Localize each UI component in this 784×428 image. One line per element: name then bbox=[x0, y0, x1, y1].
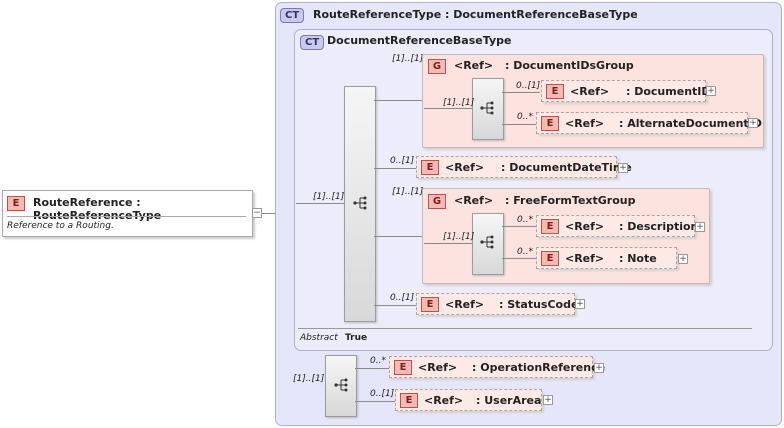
connector-line bbox=[355, 401, 395, 402]
element-name: : Note bbox=[619, 252, 657, 265]
connector-line bbox=[502, 92, 540, 93]
expand-button[interactable]: + bbox=[748, 118, 758, 128]
cardinality-label: 0..[1] bbox=[390, 293, 415, 303]
root-element-documentation: Reference to a Routing. bbox=[7, 221, 114, 231]
element-ref-label: <Ref> bbox=[565, 117, 605, 130]
connector-line bbox=[374, 100, 422, 101]
element-ref-label: <Ref> bbox=[565, 252, 605, 265]
connector-line bbox=[502, 258, 536, 259]
connector-line bbox=[374, 236, 422, 237]
element-name: : UserArea bbox=[476, 394, 542, 407]
cardinality-label: 0..[1] bbox=[516, 81, 541, 91]
element-name: : DocumentDateTime bbox=[501, 161, 632, 174]
expand-button[interactable]: + bbox=[706, 86, 716, 96]
expand-button[interactable]: + bbox=[618, 163, 628, 173]
element-icon: E bbox=[421, 297, 439, 312]
expand-button[interactable]: + bbox=[678, 254, 688, 264]
sequence-compositor[interactable] bbox=[472, 213, 504, 275]
element-status-code[interactable]: E <Ref> : StatusCode bbox=[416, 293, 579, 315]
cardinality-label: 0..[1] bbox=[370, 389, 395, 399]
connector-line bbox=[502, 124, 536, 125]
element-ref-label: <Ref> bbox=[570, 85, 610, 98]
connector-line bbox=[424, 243, 472, 244]
cardinality-label: [1]..[1] bbox=[293, 374, 325, 384]
element-name: : StatusCode bbox=[499, 298, 579, 311]
sequence-icon bbox=[480, 235, 494, 249]
sequence-icon bbox=[334, 378, 348, 392]
element-document-date-time[interactable]: E <Ref> : DocumentDateTime bbox=[416, 156, 632, 178]
connector-line bbox=[355, 368, 389, 369]
element-ref-label: <Ref> bbox=[424, 394, 464, 407]
cardinality-label: 0..* bbox=[517, 215, 533, 225]
cardinality-label: 0..* bbox=[517, 112, 533, 122]
element-alternate-document-id[interactable]: E <Ref> : AlternateDocumentID bbox=[536, 112, 762, 134]
complex-type-title: DocumentReferenceBaseType bbox=[327, 34, 512, 47]
cardinality-label: 0..[1] bbox=[390, 156, 415, 166]
element-icon: E bbox=[541, 251, 559, 266]
complex-type-icon: CT bbox=[280, 8, 305, 23]
element-description[interactable]: E <Ref> : Description bbox=[536, 215, 699, 237]
element-icon: E bbox=[421, 160, 439, 175]
collapse-button[interactable]: − bbox=[252, 208, 262, 218]
cardinality-label: [1]..[1] bbox=[392, 187, 424, 197]
connector-line bbox=[296, 203, 344, 204]
expand-button[interactable]: + bbox=[695, 222, 705, 232]
element-note[interactable]: E <Ref> : Note bbox=[536, 247, 677, 269]
cardinality-label: 0..* bbox=[517, 247, 533, 257]
cardinality-label: [1]..[1] bbox=[443, 98, 475, 108]
cardinality-label: 0..* bbox=[370, 356, 386, 366]
element-icon: E bbox=[394, 360, 412, 375]
connector-line bbox=[374, 168, 416, 169]
cardinality-label: [1]..[1] bbox=[392, 54, 424, 64]
element-icon: E bbox=[7, 196, 25, 211]
element-document-id[interactable]: E <Ref> : DocumentID bbox=[541, 80, 711, 102]
element-user-area[interactable]: E <Ref> : UserArea bbox=[395, 389, 542, 411]
abstract-value: True bbox=[345, 333, 368, 343]
connector-line bbox=[502, 226, 536, 227]
expand-button[interactable]: + bbox=[575, 299, 585, 309]
group-icon: G bbox=[428, 59, 446, 74]
group-ref-label: <Ref> bbox=[454, 59, 494, 72]
cardinality-label: [1]..[1] bbox=[443, 232, 475, 242]
element-icon: E bbox=[541, 116, 559, 131]
expand-button[interactable]: + bbox=[543, 395, 553, 405]
element-ref-label: <Ref> bbox=[445, 161, 485, 174]
divider bbox=[7, 216, 246, 217]
element-operation-reference[interactable]: E <Ref> : OperationReference bbox=[389, 356, 605, 378]
element-icon: E bbox=[400, 393, 418, 408]
element-icon: E bbox=[546, 84, 564, 99]
divider bbox=[298, 328, 752, 329]
cardinality-label: [1]..[1] bbox=[313, 192, 345, 202]
element-ref-label: <Ref> bbox=[565, 220, 605, 233]
connector-line bbox=[252, 213, 286, 214]
group-icon: G bbox=[428, 194, 446, 209]
element-ref-label: <Ref> bbox=[445, 298, 485, 311]
element-name: : OperationReference bbox=[472, 361, 606, 374]
sequence-icon bbox=[353, 196, 367, 210]
complex-type-icon: CT bbox=[300, 35, 325, 50]
sequence-compositor[interactable] bbox=[472, 78, 504, 140]
group-name: : FreeFormTextGroup bbox=[505, 194, 636, 207]
element-name: : DocumentID bbox=[626, 85, 711, 98]
abstract-label: Abstract bbox=[300, 333, 338, 343]
group-ref-label: <Ref> bbox=[454, 194, 494, 207]
expand-button[interactable]: + bbox=[594, 363, 604, 373]
group-name: : DocumentIDsGroup bbox=[505, 59, 634, 72]
element-name: : Description bbox=[619, 220, 699, 233]
root-element-title: RouteReference : RouteReferenceType bbox=[33, 196, 162, 222]
element-name: : AlternateDocumentID bbox=[619, 117, 762, 130]
element-icon: E bbox=[541, 219, 559, 234]
connector-line bbox=[374, 305, 416, 306]
root-element-route-reference[interactable]: E RouteReference : RouteReferenceType Re… bbox=[2, 190, 253, 237]
sequence-icon bbox=[480, 101, 494, 115]
complex-type-title: RouteReferenceType : DocumentReferenceBa… bbox=[313, 8, 638, 21]
element-ref-label: <Ref> bbox=[418, 361, 458, 374]
connector-line bbox=[424, 108, 472, 109]
